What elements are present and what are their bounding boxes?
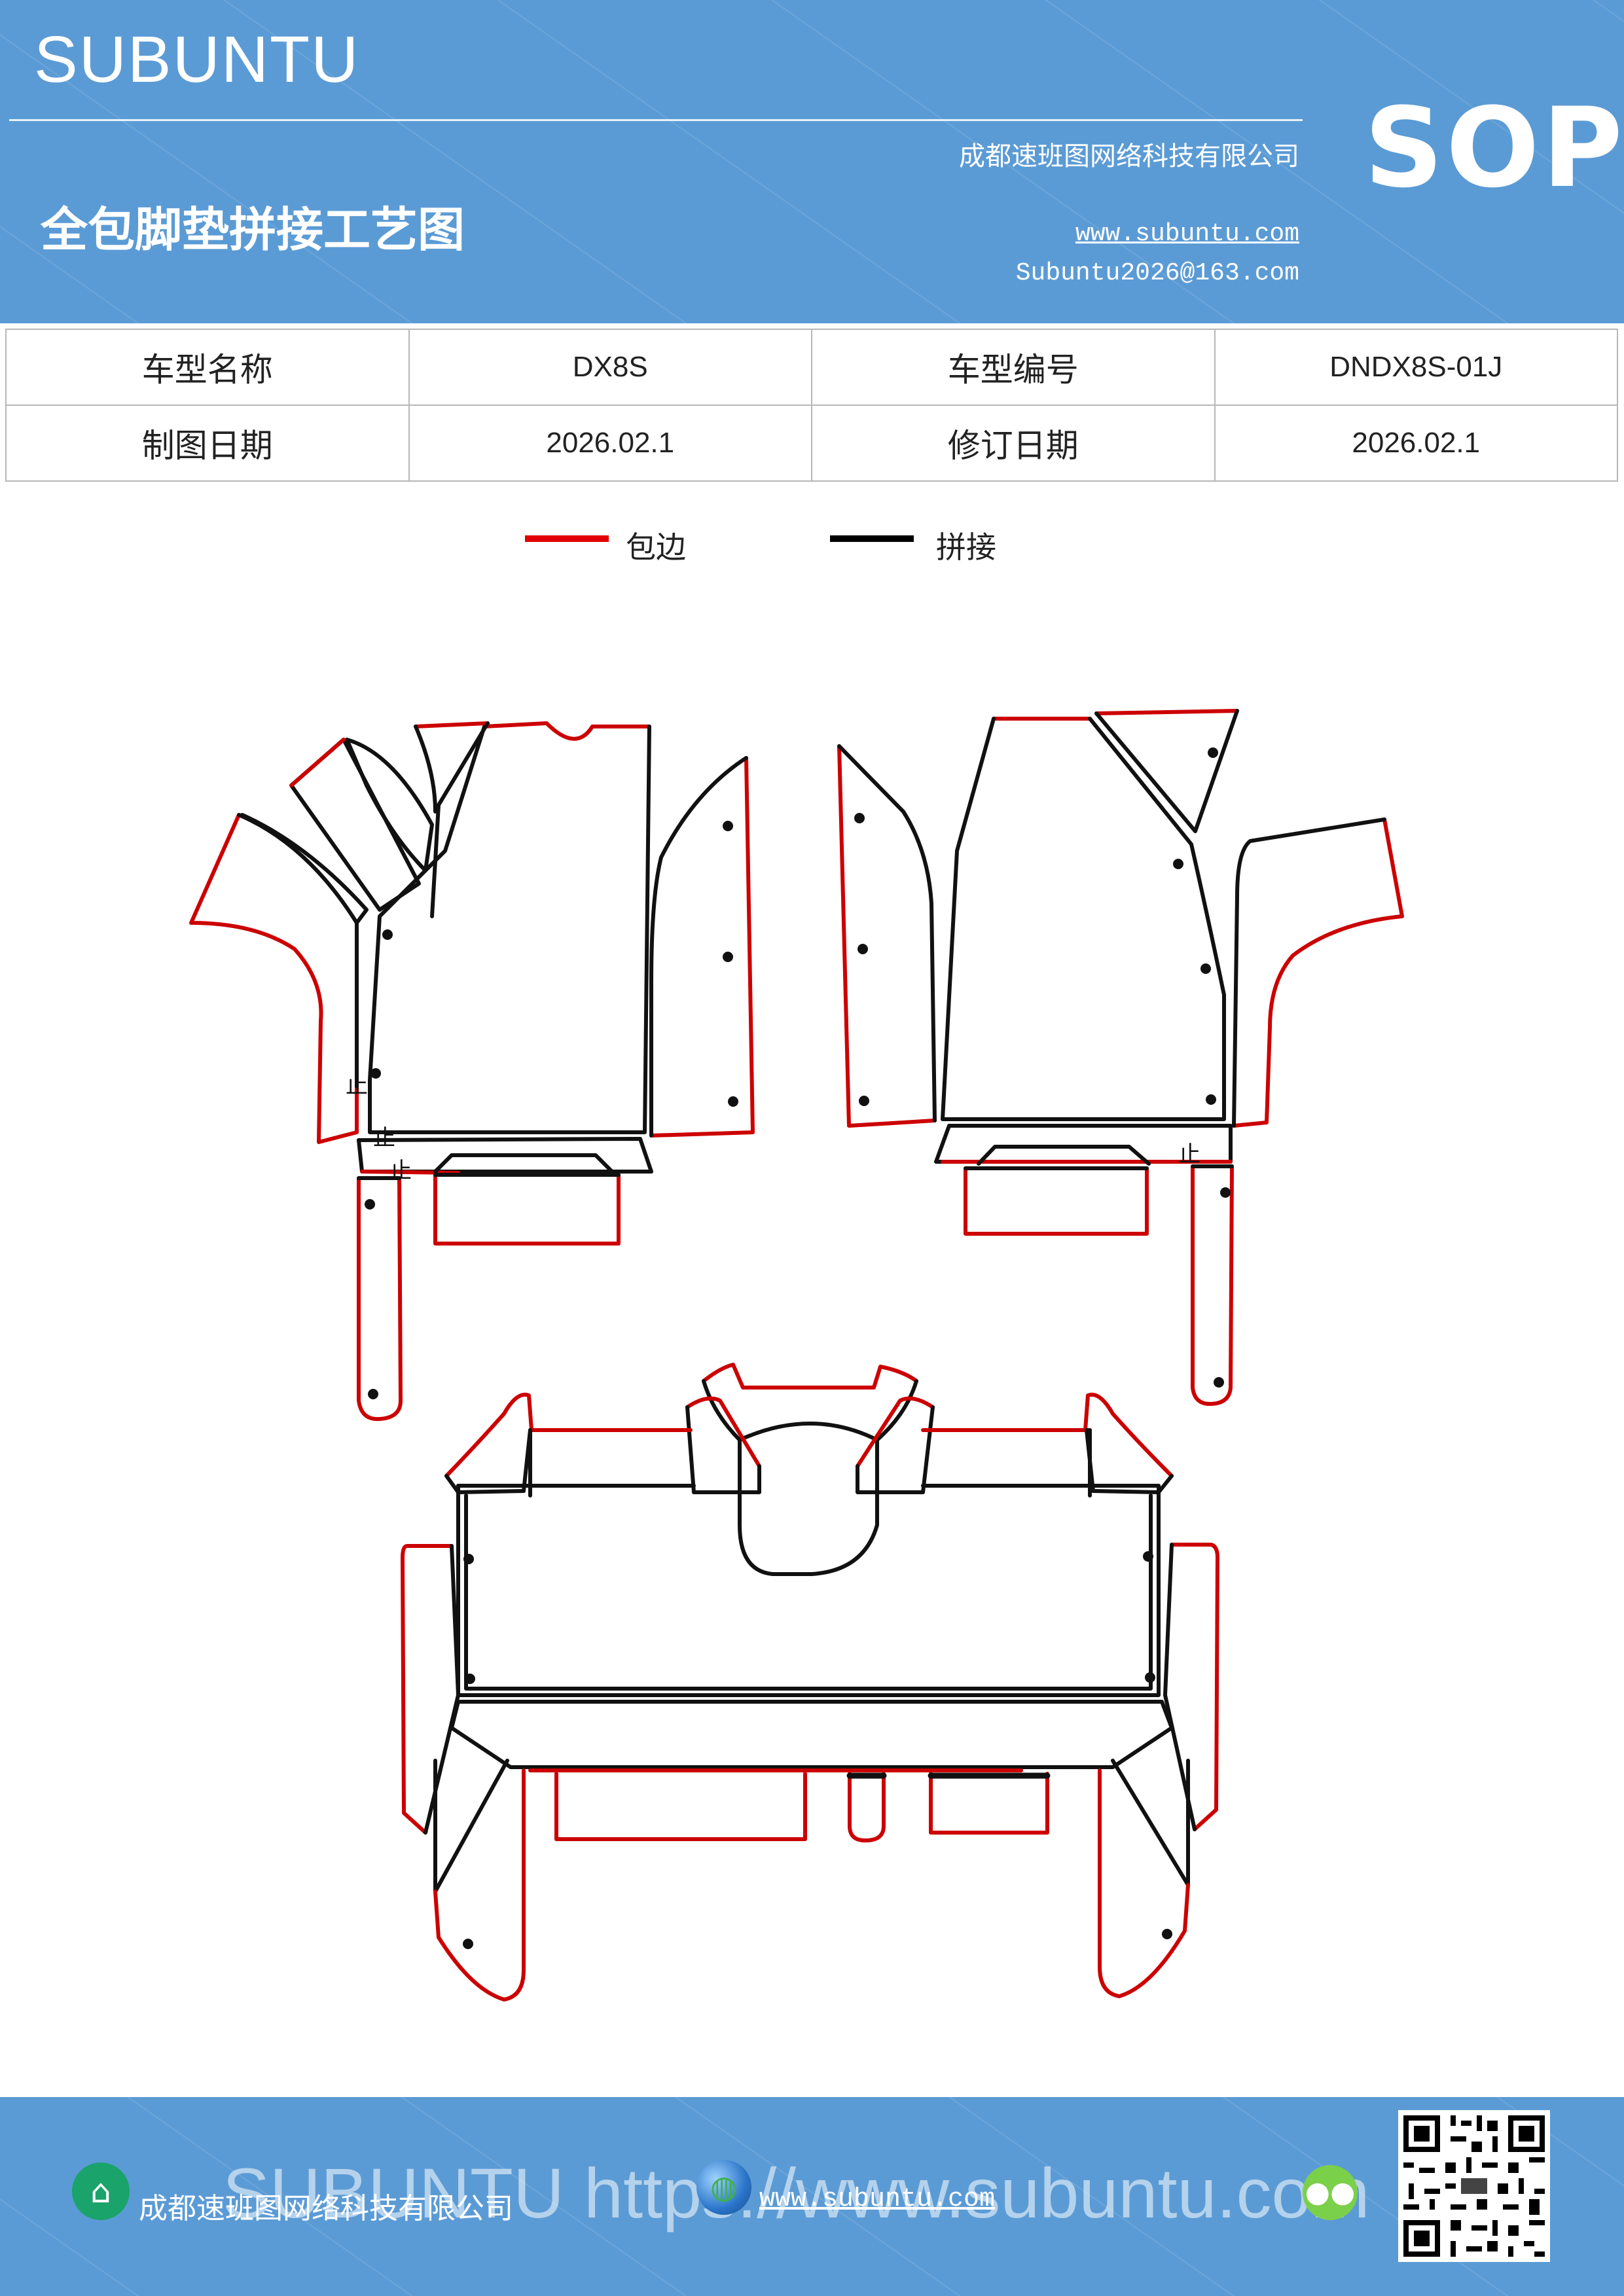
passenger-sill-strip (1191, 1164, 1234, 1407)
clip-points (365, 747, 1231, 1949)
rear-outer-pieces (433, 1759, 1190, 2001)
rear-hump-side-pieces (685, 1396, 935, 1494)
document-title: 全包脚垫拼接工艺图 (41, 202, 465, 257)
table-row: 制图日期 2026.02.1 修订日期 2026.02.1 (5, 404, 1618, 482)
passenger-right-side-piece (1232, 817, 1404, 1128)
footer-company-name: 成都速班图网络科技有限公司 (139, 2192, 513, 2225)
legend-seam-swatch (830, 535, 914, 542)
passenger-main-mat (941, 717, 1226, 1121)
model-name-value: DX8S (408, 329, 812, 406)
model-name-label: 车型名称 (5, 329, 410, 406)
legend-edge-swatch (525, 535, 609, 542)
stop-mark: 止 (1178, 1141, 1200, 1168)
rear-center-hump (702, 1363, 918, 1576)
driver-rest-pad (433, 1153, 621, 1246)
globe-icon: ◍ (696, 2160, 751, 2215)
header-hatch-pattern (0, 0, 1624, 323)
building-icon: ⌂ (72, 2162, 130, 2220)
header-divider (9, 119, 1303, 121)
vehicle-info-table: 车型名称 DX8S 车型编号 DNDX8S-01J 制图日期 2026.02.1… (5, 329, 1618, 482)
rear-step-strip (450, 1700, 1174, 1769)
driver-main-mat (368, 721, 651, 1134)
revision-date-value: 2026.02.1 (1214, 404, 1618, 482)
drawing-date-value: 2026.02.1 (408, 404, 812, 482)
wechat-icon: ●● (1303, 2165, 1358, 2220)
brand-logo: SUBUNTU (34, 23, 360, 96)
model-code-value: DNDX8S-01J (1214, 329, 1618, 406)
rear-corner-pieces (444, 1392, 1174, 1494)
driver-left-side-piece (189, 813, 359, 1144)
email-link[interactable]: Subuntu2026@163.com (1015, 259, 1299, 287)
table-row: 车型名称 DX8S 车型编号 DNDX8S-01J (5, 329, 1618, 406)
qr-code[interactable] (1398, 2110, 1550, 2262)
header-banner: SUBUNTU 全包脚垫拼接工艺图 成都速班图网络科技有限公司 www.subu… (0, 0, 1624, 323)
legend-edge-label: 包边 (626, 529, 686, 565)
driver-right-side-piece (649, 756, 755, 1138)
stop-mark: 止 (373, 1125, 395, 1151)
passenger-rest-pad (964, 1145, 1151, 1236)
legend-seam-label: 拼接 (936, 529, 996, 565)
passenger-triangle-piece (1094, 709, 1239, 833)
footer-banner: SUBUNTU https://www.subuntu.com ⌂ 成都速班图网… (0, 2097, 1624, 2296)
model-code-label: 车型编号 (811, 329, 1216, 406)
rear-main-mat (456, 1428, 1161, 1697)
passenger-left-side-piece (837, 744, 937, 1128)
drawing-date-label: 制图日期 (5, 404, 410, 482)
stop-mark: 止 (389, 1158, 412, 1184)
revision-date-label: 修订日期 (811, 404, 1216, 482)
rear-foot-pads (528, 1768, 1051, 1842)
driver-sill-strip (357, 1176, 403, 1422)
driver-heel-strip (357, 1137, 653, 1175)
stop-mark: 止 (346, 1073, 368, 1099)
passenger-heel-strip (934, 1124, 1233, 1164)
footer-watermark: SUBUNTU https://www.subuntu.com (223, 2153, 1370, 2233)
website-link[interactable]: www.subuntu.com (1075, 220, 1299, 248)
company-name: 成都速班图网络科技有限公司 (959, 141, 1299, 171)
sop-badge: SOP (1364, 84, 1624, 212)
driver-wedge-pieces (240, 721, 490, 925)
footer-website-link[interactable]: www.subuntu.com (759, 2185, 996, 2214)
